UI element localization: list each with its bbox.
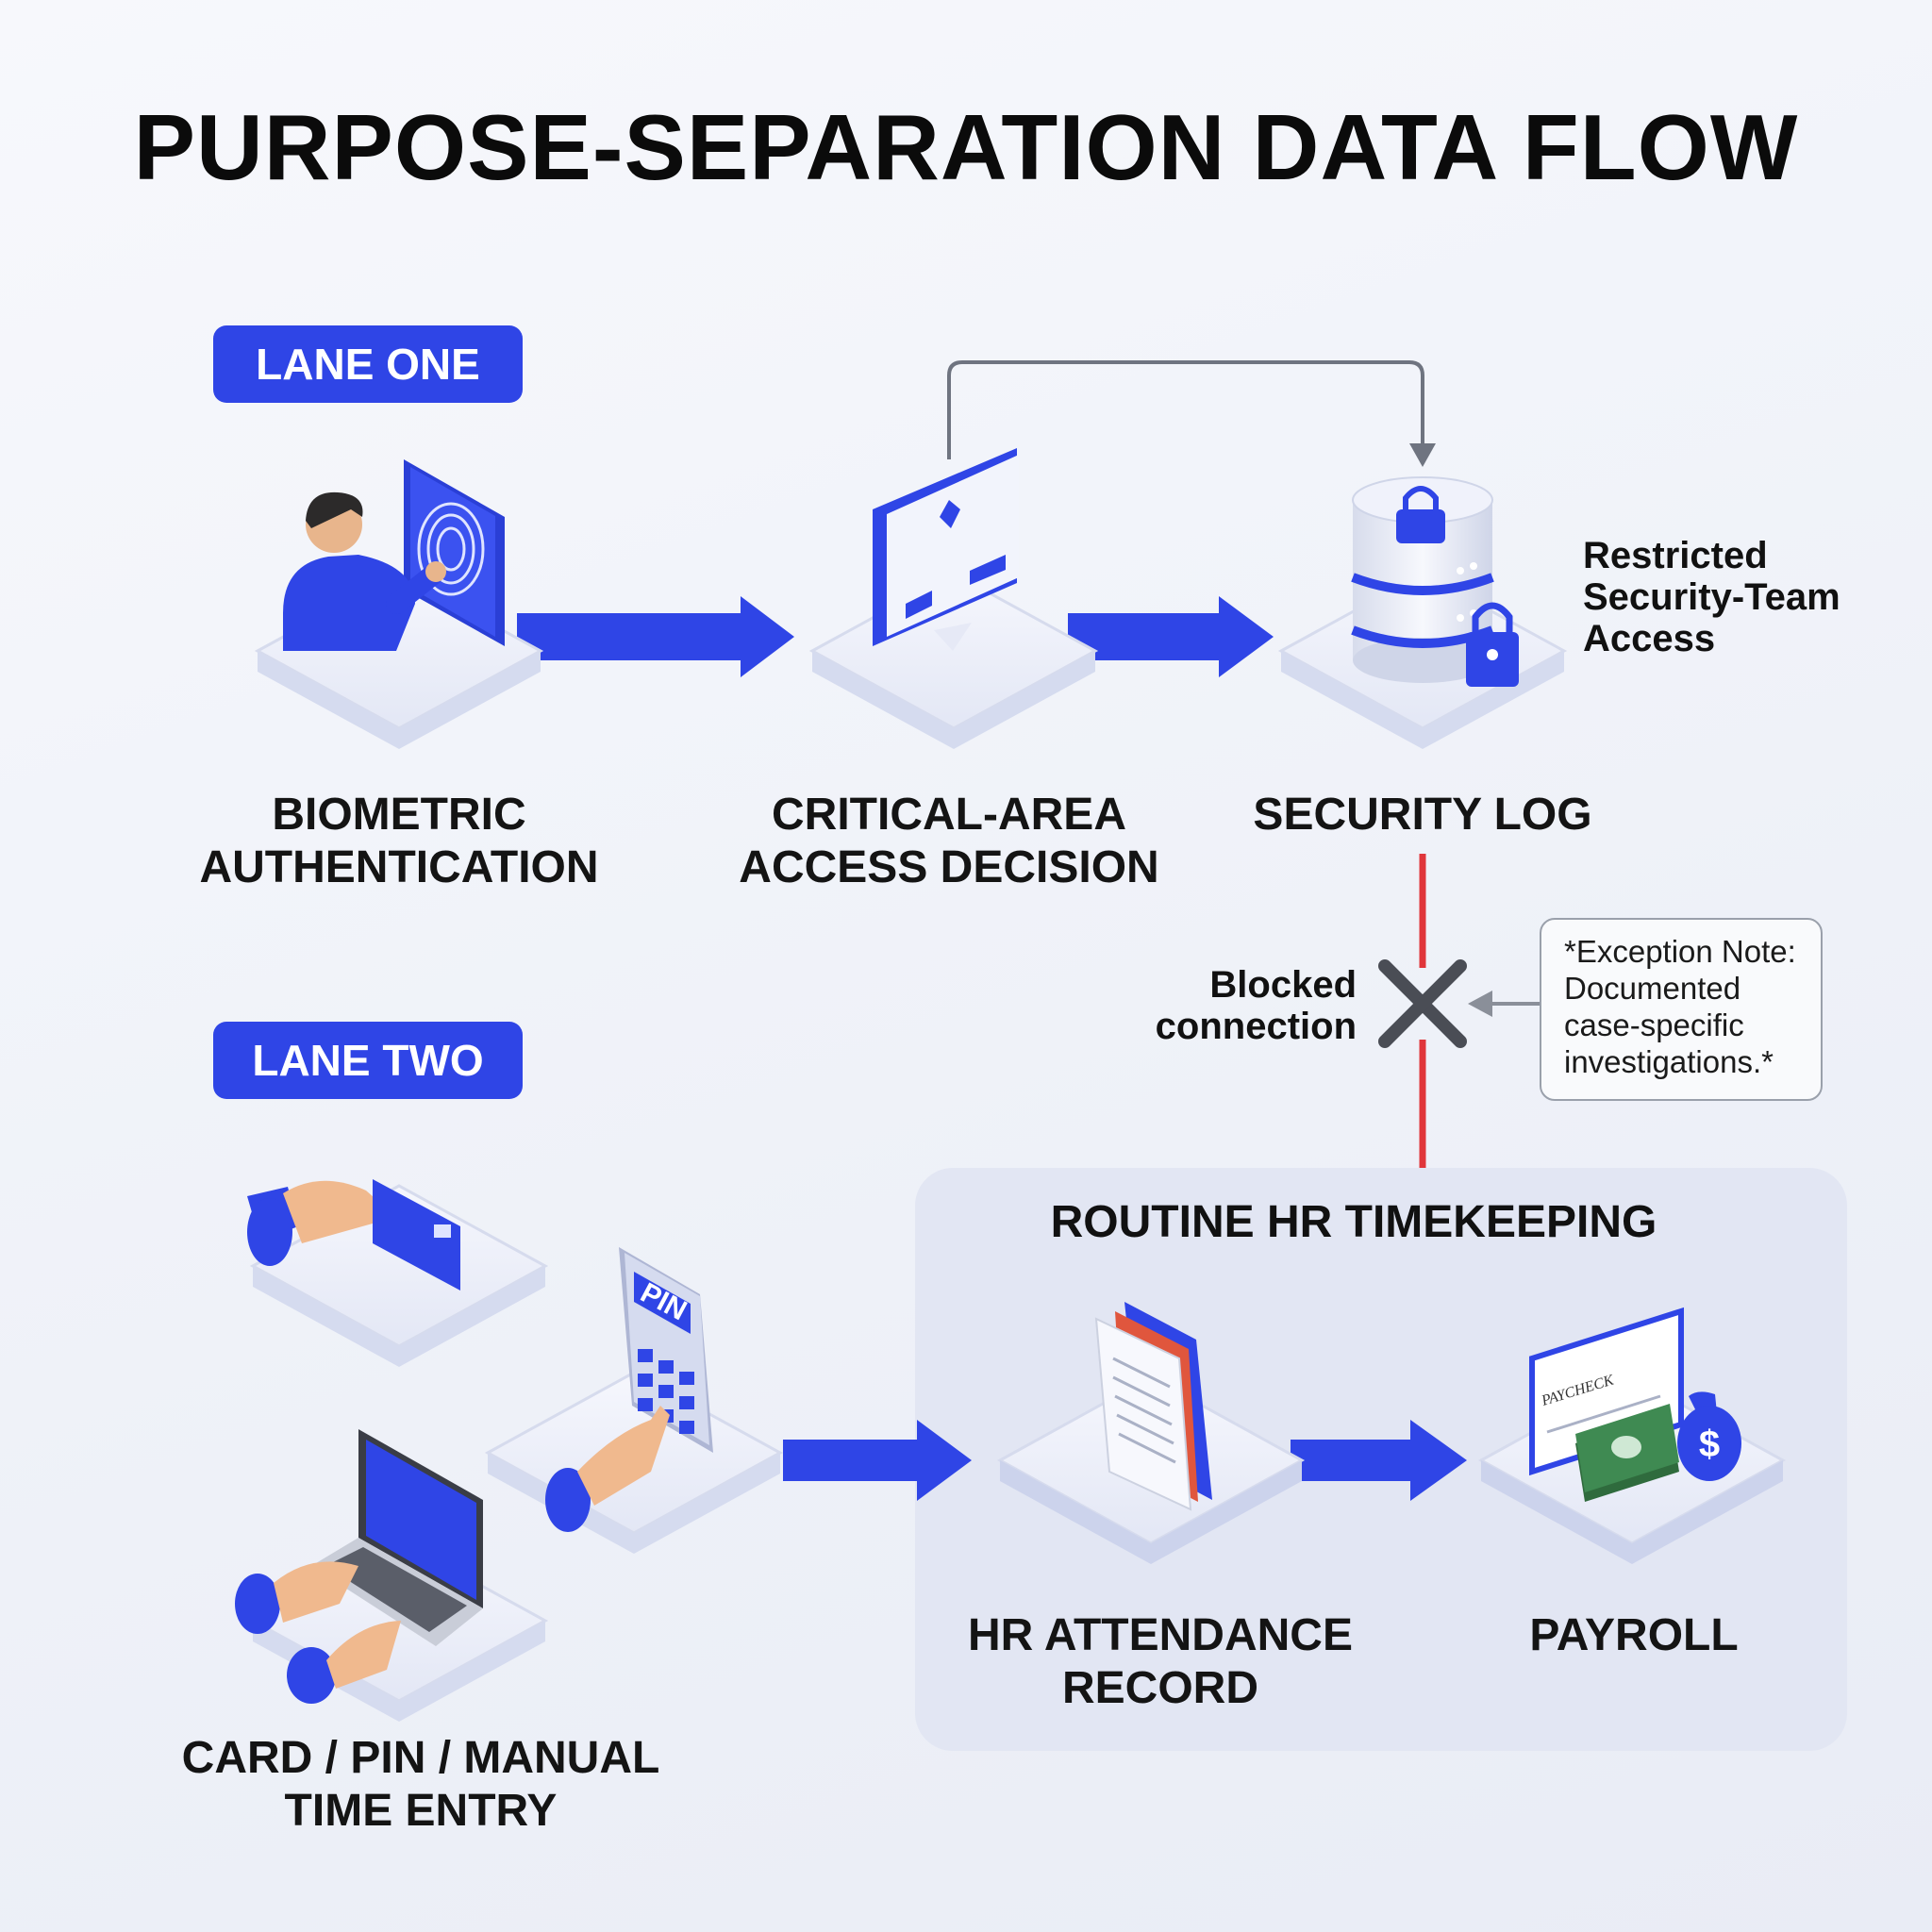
arrow-decision-to-log: [1068, 596, 1274, 677]
note-line1: *Exception Note:: [1564, 934, 1796, 969]
note-line3: case-specific: [1564, 1008, 1744, 1042]
blocked-line1: Blocked: [1209, 964, 1357, 1006]
note-line2: Documented: [1564, 971, 1741, 1006]
access-decision-label-line2: ACCESS DECISION: [739, 842, 1159, 892]
restricted-line1: Restricted: [1583, 535, 1768, 576]
documents-icon: [1094, 1302, 1212, 1511]
hr-attendance-line1: HR ATTENDANCE: [968, 1610, 1353, 1660]
time-entry-label: CARD / PIN / MANUAL TIME ENTRY: [157, 1732, 685, 1838]
hr-attendance-line2: RECORD: [1061, 1663, 1258, 1713]
x-block-icon: [1378, 959, 1467, 1048]
biometric-label-line1: BIOMETRIC: [272, 790, 526, 840]
hr-attendance-label: HR ATTENDANCE RECORD: [924, 1609, 1396, 1715]
arrow-entry-to-hr: [783, 1420, 972, 1501]
time-entry-line2: TIME ENTRY: [284, 1786, 558, 1836]
blocked-line2: connection: [1155, 1006, 1357, 1047]
card-icon: [247, 1179, 460, 1291]
diagram-title: PURPOSE-SEPARATION DATA FLOW: [133, 95, 1799, 199]
flow-arrows: [517, 596, 1467, 1501]
blocked-connection-text: Blocked connection: [1113, 964, 1357, 1047]
audit-connector: [947, 360, 1424, 459]
restricted-line3: Access: [1583, 618, 1716, 659]
audit-connector-head: [1409, 443, 1436, 467]
fingerprint-icon: [404, 459, 505, 646]
lock-icon: [1396, 486, 1519, 687]
decision-icon: [873, 448, 1019, 651]
payroll-label: PAYROLL: [1529, 1610, 1739, 1660]
dollar-sign: $: [1699, 1424, 1720, 1465]
money-bag-icon: $: [1677, 1391, 1741, 1481]
biometric-label: BIOMETRIC AUTHENTICATION: [163, 789, 635, 894]
time-entry-line1: CARD / PIN / MANUAL: [181, 1733, 660, 1783]
arrow-biometric-to-decision: [517, 596, 794, 677]
lane-one-badge: LANE ONE: [213, 325, 523, 403]
restricted-access-text: Restricted Security-Team Access: [1583, 535, 1840, 659]
access-decision-label-line1: CRITICAL-AREA: [772, 790, 1126, 840]
keypad-icon: PIN: [545, 1247, 713, 1532]
paycheck-icon: PAYCHECK: [1529, 1307, 1684, 1502]
hr-group-title: ROUTINE HR TIMEKEEPING: [1050, 1197, 1657, 1247]
access-decision-label: CRITICAL-AREA ACCESS DECISION: [713, 789, 1185, 894]
person-icon: [283, 491, 446, 651]
note-line4: investigations.*: [1564, 1044, 1774, 1079]
exception-note: *Exception Note: Documented case-specifi…: [1540, 918, 1823, 1101]
laptop-icon: [235, 1429, 483, 1704]
arrow-hr-to-payroll: [1291, 1420, 1467, 1501]
lane-two-badge: LANE TWO: [213, 1022, 523, 1099]
restricted-line2: Security-Team: [1583, 576, 1840, 618]
biometric-label-line2: AUTHENTICATION: [199, 842, 599, 892]
security-log-label: SECURITY LOG: [1253, 790, 1592, 840]
